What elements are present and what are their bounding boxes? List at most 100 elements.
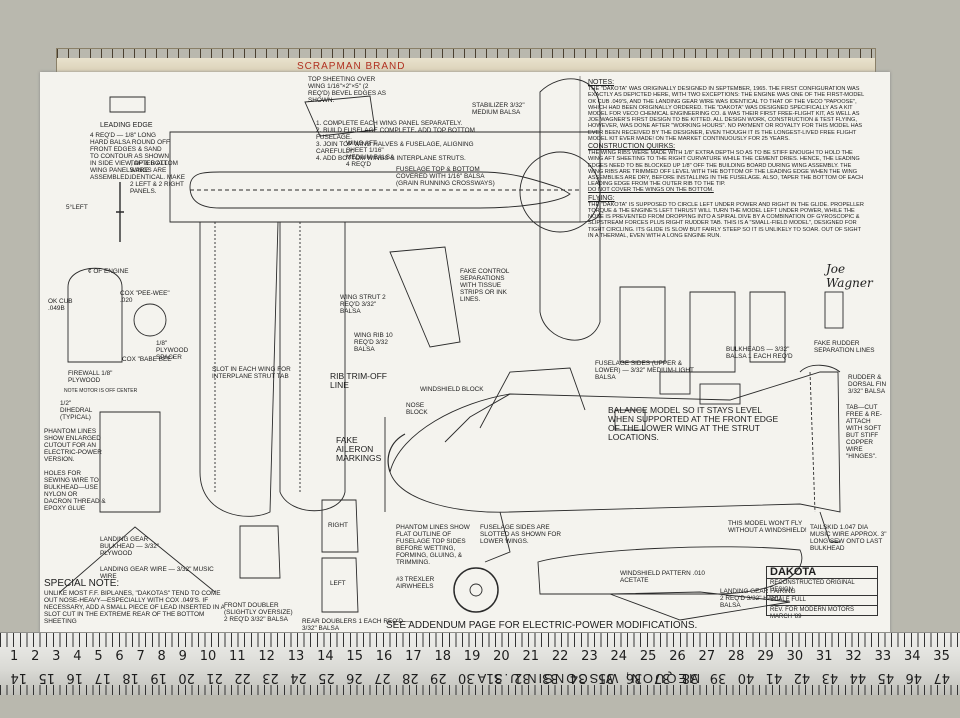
left-doubler-label: LEFT [330, 580, 346, 587]
ruler-mark-7: 7 [136, 649, 145, 664]
ruler-mark-inverted-17: 17 [94, 670, 111, 685]
do-not-cover-note: DO NOT COVER THE WINGS ON THE BOTTOM. [588, 187, 714, 194]
ruler-mark-34: 34 [903, 649, 921, 664]
title-line-3: REV. FOR MODERN MOTORS MARCH '89 [770, 607, 855, 620]
engine-centerline-label: ¢ OF ENGINE [88, 268, 129, 275]
ruler-mark-inverted-23: 23 [262, 670, 279, 685]
ruler-mark-3: 3 [52, 649, 61, 664]
nose-block-label: NOSE BLOCK [406, 402, 428, 416]
flying-body: THE "DAKOTA" IS SUPPOSED TO CIRCLE LEFT … [588, 201, 864, 239]
ruler-mark-10: 10 [199, 649, 217, 664]
sewing-holes-note: HOLES FOR SEWING WIRE TO BULKHEAD—USE NY… [44, 470, 106, 512]
ruler-mark-29: 29 [757, 649, 774, 664]
ruler-mark-inverted-42: 42 [793, 670, 811, 685]
rib-trim-label: RIB TRIM-OFF LINE [330, 371, 387, 390]
ruler-mark-inverted-40: 40 [737, 670, 755, 685]
plywood-spacer-label: 1/8" PLYWOOD SPACER [156, 340, 189, 361]
ruler-mark-26: 26 [669, 649, 686, 664]
special-note-text: UNLIKE MOST F.F. BIPLANES, "DAKOTAS" TEN… [44, 590, 225, 625]
cox-peewee-label: COX "PEE-WEE" .020 [120, 290, 170, 304]
ruler-mark-inverted-22: 22 [234, 670, 251, 685]
tailskid-label: TAILSKID 1.047 DIA MUSIC WIRE APPROX. 3"… [810, 524, 887, 552]
ruler-mark-21: 21 [522, 649, 540, 664]
ruler-mark-35: 35 [933, 649, 950, 664]
landing-fairing-label: LANDING GEAR FAIRING 2 REQ'D 3/32" HARD … [720, 588, 796, 609]
bottom-ruler-ticks-top [0, 633, 960, 647]
windshield-warning: THIS MODEL WON'T FLY WITHOUT A WINDSHIEL… [728, 520, 807, 534]
ruler-mark-inverted-44: 44 [849, 670, 867, 685]
ruler-mark-inverted-15: 15 [38, 670, 55, 685]
ruler-mark-inverted-19: 19 [150, 670, 167, 685]
construction-title: CONSTRUCTION QUIRKS: [588, 143, 676, 151]
wing-aft-sheet-label: WING AFT SHEET 1/16" MEDIUM BALSA 4 REQ'… [346, 140, 394, 168]
ruler-mark-inverted-41: 41 [765, 670, 783, 685]
blueprint-drawing [59, 76, 844, 621]
rudder-label: RUDDER & DORSAL FIN 3/32" BALSA [848, 374, 887, 395]
ruler-mark-18: 18 [434, 649, 451, 664]
ruler-mark-12: 12 [258, 649, 275, 664]
flying-title: FLYING: [588, 194, 615, 202]
notes-title: NOTES: [588, 79, 615, 86]
ruler-mark-4: 4 [73, 649, 82, 664]
ruler-mark-inverted-39: 39 [709, 670, 727, 685]
leading-edge-title: LEADING EDGE [100, 122, 153, 129]
balance-note: BALANCE MODEL SO IT STAYS LEVEL WHEN SUP… [608, 405, 779, 442]
ruler-mark-30: 30 [786, 649, 804, 664]
title-block: DAKOTA RECONSTRUCTED ORIGINAL DESIGN SCA… [766, 566, 878, 620]
ruler-mark-inverted-29: 29 [430, 670, 447, 685]
ruler-mark-inverted-16: 16 [66, 670, 83, 685]
notes-body: THE "DAKOTA" WAS ORIGINALLY DESIGNED IN … [588, 86, 864, 142]
ruler-mark-22: 22 [551, 649, 569, 664]
bottom-ruler-brand: MEQUON, WISCONSIN U.S.A. [470, 671, 701, 686]
left-thrust-label: 5°LEFT [66, 204, 88, 211]
tab-hinge-note: TAB—CUT FREE & RE-ATTACH WITH SOFT BUT S… [846, 404, 882, 460]
ruler-mark-inverted-46: 46 [905, 670, 923, 685]
ruler-mark-inverted-21: 21 [206, 670, 223, 685]
ruler-mark-inverted-26: 26 [346, 670, 363, 685]
title-line-1: RECONSTRUCTED ORIGINAL DESIGN [767, 579, 877, 596]
airwheels-label: #3 TREXLER AIRWHEELS [396, 576, 435, 590]
strut-slot-note: SLOT IN EACH WING FOR INTERPLANE STRUT T… [212, 366, 291, 380]
ruler-mark-15: 15 [346, 649, 363, 664]
landing-wire-label: LANDING GEAR WIRE — 3/32" MUSIC WIRE [100, 566, 214, 580]
stabilizer-label: STABILIZER 3/32" MEDIUM BALSA [472, 102, 525, 116]
ruler-mark-32: 32 [845, 649, 862, 664]
wing-rib-label: WING RIB 10 REQ'D 3/32 BALSA [354, 332, 393, 353]
bottom-ruler-ticks-bottom [0, 685, 960, 695]
ruler-mark-25: 25 [639, 649, 657, 664]
top-ruler-brand: SCRAPMAN BRAND [297, 61, 406, 72]
landing-bulkhead-label: LANDING GEAR BULKHEAD — 3/32" PLYWOOD [100, 536, 160, 557]
ruler-mark-16: 16 [375, 649, 393, 664]
windshield-pattern-label: WINDSHIELD PATTERN .010 ACETATE [620, 570, 705, 584]
ruler-mark-inverted-47: 47 [933, 670, 950, 685]
cox-babe-bee-label: COX "BABE BEE" [122, 356, 174, 363]
ruler-mark-28: 28 [727, 649, 745, 664]
ruler-mark-14: 14 [317, 649, 334, 664]
ruler-mark-19: 19 [463, 649, 481, 664]
phantom-electric-note: PHANTOM LINES SHOW ENLARGED CUTOUT FOR A… [44, 428, 102, 463]
ruler-mark-33: 33 [874, 649, 892, 664]
fuselage-sides-label: FUSELAGE SIDES (UPPER & LOWER) — 3/32" M… [595, 360, 694, 381]
addendum-note: SEE ADDENDUM PAGE FOR ELECTRIC-POWER MOD… [386, 620, 698, 631]
notes-panel: NOTES: THE "DAKOTA" WAS ORIGINALLY DESIG… [588, 79, 868, 239]
designer-signature: Joe Wagner [826, 262, 873, 290]
dihedral-label: 1/2" DIHEDRAL (TYPICAL) [60, 400, 93, 421]
ruler-mark-1: 1 [10, 649, 19, 664]
fuselage-top-label: FUSELAGE TOP & BOTTOM COVERED WITH 1/16"… [396, 166, 495, 187]
ruler-mark-27: 27 [698, 649, 716, 664]
leading-edge-note: 4 REQ'D — 1/8" LONG HARD BALSA ROUND OFF… [90, 132, 170, 181]
assembly-steps: 1. COMPLETE EACH WING PANEL SEPARATELY. … [316, 120, 475, 162]
rear-doublers-label: REAR DOUBLERS 1 EACH REQ'D — 3/32" BALSA [302, 618, 412, 632]
model-name: DAKOTA [767, 567, 877, 579]
ruler-mark-17: 17 [405, 649, 422, 664]
blueprint-sheet: LEADING EDGE 4 REQ'D — 1/8" LONG HARD BA… [40, 72, 890, 638]
ruler-mark-inverted-45: 45 [877, 670, 895, 685]
ruler-mark-inverted-27: 27 [374, 670, 391, 685]
right-doubler-label: RIGHT [328, 522, 348, 529]
ruler-mark-9: 9 [178, 649, 187, 664]
top-sheeting-note: TOP SHEETING OVER WING 1/16"×2"×5" (2 RE… [308, 76, 387, 104]
ruler-mark-13: 13 [287, 649, 305, 664]
ruler-mark-11: 11 [229, 649, 246, 664]
ruler-mark-6: 6 [115, 649, 124, 664]
